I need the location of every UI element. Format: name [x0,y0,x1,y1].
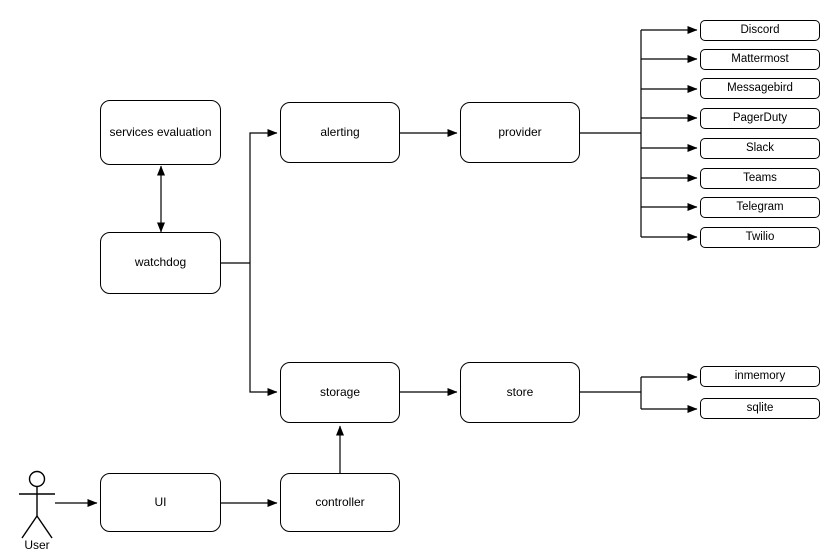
node-label: store [506,384,534,399]
node-label: sqlite [746,402,774,415]
node-services-evaluation[interactable]: services evaluation [100,100,221,165]
node-controller[interactable]: controller [280,473,400,532]
node-label: Messagebird [727,82,793,95]
node-slack[interactable]: Slack [700,138,820,159]
node-provider[interactable]: provider [460,102,580,163]
node-label: storage [319,384,361,399]
node-label: controller [315,494,365,509]
node-label: PagerDuty [732,112,788,125]
node-discord[interactable]: Discord [700,20,820,41]
node-teams[interactable]: Teams [700,168,820,189]
node-label: provider [498,124,542,139]
node-inmemory[interactable]: inmemory [700,366,820,387]
node-ui[interactable]: UI [100,473,221,532]
node-sqlite[interactable]: sqlite [700,398,820,419]
node-label: watchdog [134,255,187,270]
node-label: Telegram [736,201,784,214]
edge-bus-alerting [249,129,278,263]
node-watchdog[interactable]: watchdog [100,232,221,294]
node-label: inmemory [734,370,786,383]
edge-bus-storage [249,263,278,396]
node-label: Mattermost [731,53,789,66]
node-twilio[interactable]: Twilio [700,227,820,248]
node-label: Teams [743,172,777,185]
node-label: Slack [745,142,775,155]
node-label: services evaluation [109,124,212,139]
node-pagerduty[interactable]: PagerDuty [700,108,820,129]
node-messagebird[interactable]: Messagebird [700,78,820,99]
actor-label-user: User [24,538,50,552]
user-actor-figure [19,470,55,539]
node-storage[interactable]: storage [280,362,400,423]
node-store[interactable]: store [460,362,580,423]
node-mattermost[interactable]: Mattermost [700,49,820,70]
node-label: UI [154,494,167,509]
node-alerting[interactable]: alerting [280,102,400,163]
node-label: alerting [320,124,360,139]
node-telegram[interactable]: Telegram [700,197,820,218]
node-label: Discord [740,24,780,37]
node-label: Twilio [745,231,775,244]
